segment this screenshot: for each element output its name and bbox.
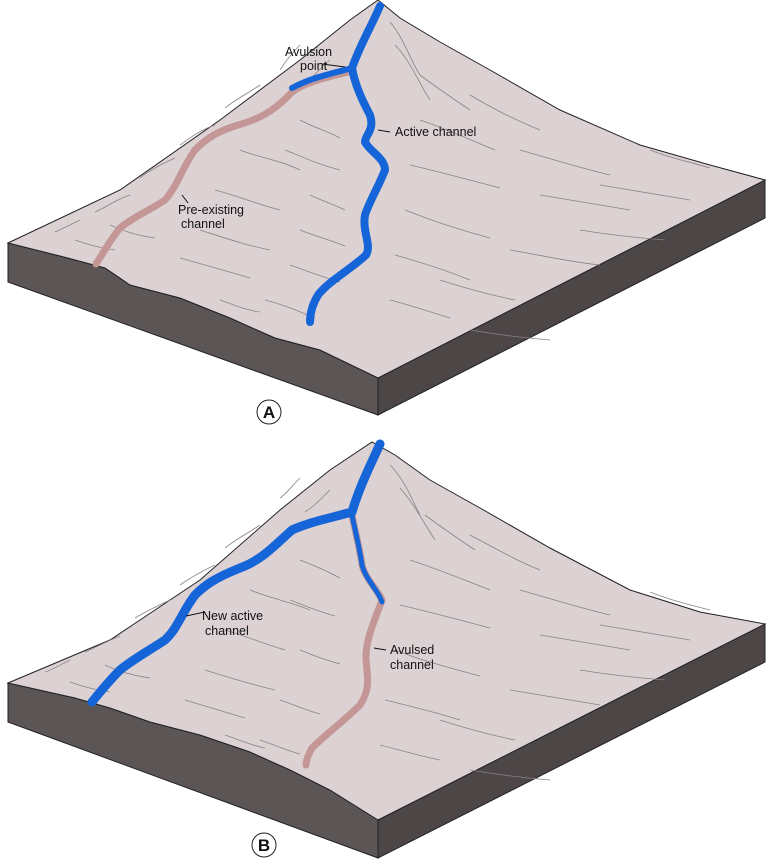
panel-a-preexisting-label-1: Pre-existing bbox=[178, 203, 244, 217]
panel-b-letter: B bbox=[258, 836, 270, 855]
panel-a-preexisting-channel bbox=[92, 68, 352, 268]
panel-b-avulsed-label-2: channel bbox=[390, 658, 434, 672]
panel-b-surface bbox=[6, 441, 767, 821]
panel-a-avulsion-stub bbox=[289, 65, 355, 91]
panel-a: Avulsion point Active channel Pre-existi… bbox=[6, 0, 767, 425]
panel-b-remnant-channel bbox=[349, 512, 385, 605]
panel-a-surface bbox=[6, 0, 767, 379]
panel-a-letter-circle bbox=[256, 399, 282, 425]
panel-a-preexisting-leader bbox=[181, 194, 189, 204]
panel-b-new-active-label-1: New active bbox=[202, 609, 263, 623]
panel-b-avulsed-label-1: Avulsed bbox=[390, 643, 434, 657]
panel-a-letter: A bbox=[263, 403, 275, 422]
panel-a-active-channel bbox=[306, 2, 389, 326]
panel-a-avulsion-label-2: point bbox=[300, 59, 328, 73]
panel-a-avulsion-leader bbox=[321, 63, 346, 68]
panel-a-active-leader bbox=[377, 129, 391, 133]
panel-a-avulsion-label-1: Avulsion bbox=[285, 45, 332, 59]
panel-a-active-label: Active channel bbox=[395, 125, 476, 139]
panel-b-letter-circle bbox=[251, 832, 277, 858]
panel-b-contours bbox=[44, 464, 711, 781]
panel-a-preexisting-label-2: channel bbox=[181, 217, 225, 231]
panel-b: New active channel Avulsed channel B bbox=[6, 439, 767, 859]
panel-a-contours bbox=[54, 21, 711, 341]
panel-b-new-active-label-2: channel bbox=[205, 624, 249, 638]
panel-b-new-active-channel bbox=[87, 439, 385, 707]
panel-b-avulsed-leader bbox=[373, 647, 387, 651]
panel-b-new-active-leader bbox=[185, 611, 206, 617]
